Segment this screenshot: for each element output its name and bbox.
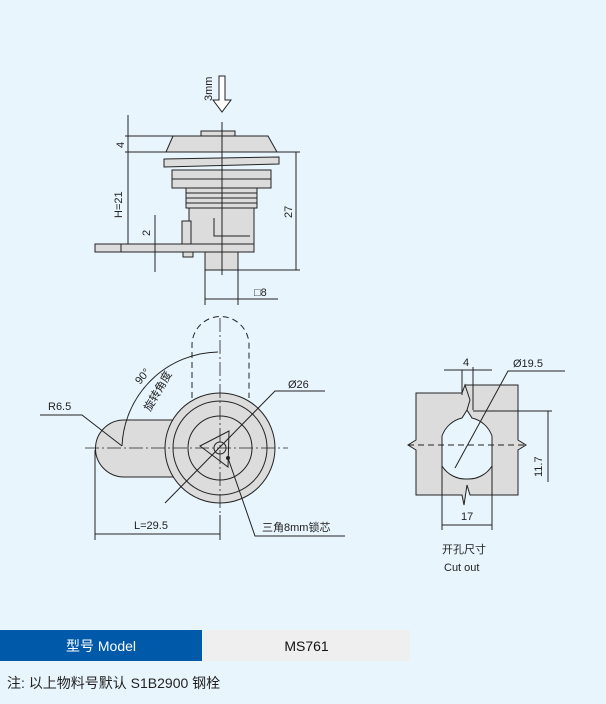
note: 注: 以上物料号默认 S1B2900 钢栓 [7, 675, 221, 691]
radius-label: R6.5 [48, 401, 71, 413]
cutout-view: 4 Ø19.5 11.7 17 开孔尺寸 Cut out [407, 357, 565, 574]
notch-dim: 4 [463, 357, 469, 369]
dim-plate: 2 [141, 230, 153, 236]
dim-top: 4 [115, 142, 127, 148]
cutout-caption-cn: 开孔尺寸 [442, 542, 486, 556]
core-label: 三角8mm锁芯 [262, 520, 330, 534]
dim-total: 27 [283, 206, 295, 218]
front-view: 90° 旋转角度 R6.5 Ø26 L=29.5 三角8mm锁芯 [40, 316, 345, 540]
angle-label: 90° [133, 366, 153, 386]
dim-square: □8 [254, 287, 267, 299]
side-view: 3mm 4 H=21 2 27 □8 [94, 75, 300, 305]
press-arrow-icon [212, 75, 232, 113]
model-value: MS761 [203, 630, 410, 661]
model-header: 型号 Model [0, 630, 202, 661]
spec-table: 型号 Model MS761 [0, 630, 410, 661]
cutout-width: 17 [461, 511, 473, 523]
diameter-label: Ø26 [288, 379, 309, 391]
cutout-height: 11.7 [533, 456, 545, 477]
cutout-diameter: Ø19.5 [513, 358, 543, 370]
dim-height: H=21 [113, 191, 125, 218]
length-label: L=29.5 [134, 520, 168, 532]
cutout-caption-en: Cut out [444, 562, 479, 574]
press-label: 3mm [203, 77, 215, 101]
